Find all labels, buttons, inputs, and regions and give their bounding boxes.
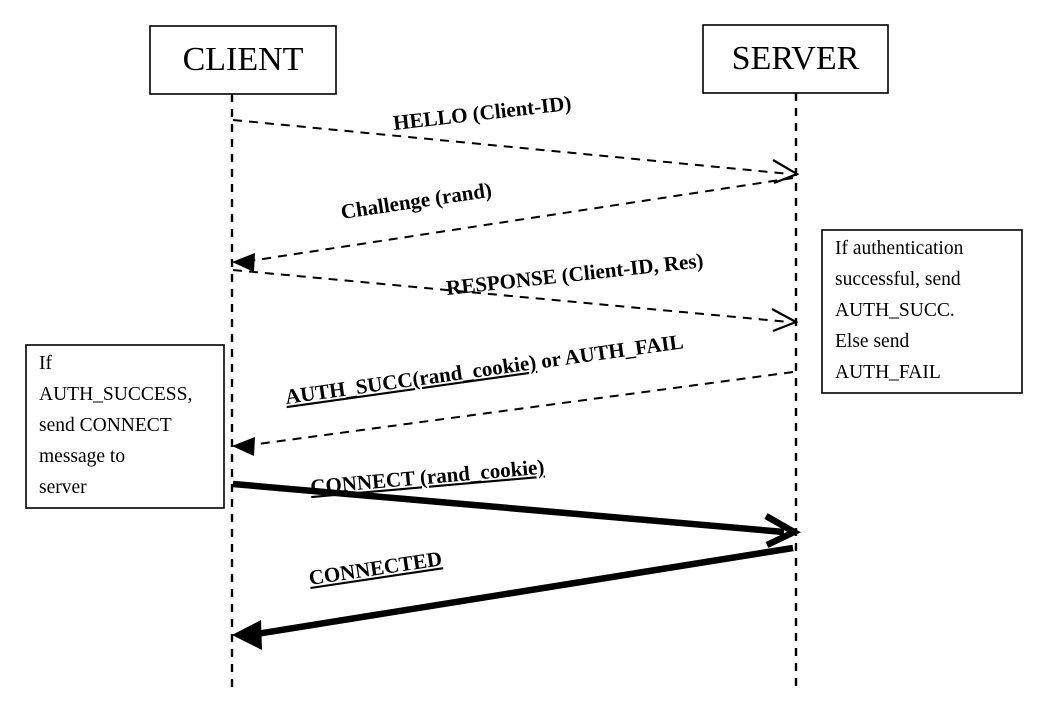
message-label-auth-result: AUTH_SUCC(rand_cookie) or AUTH_FAIL <box>248 326 709 414</box>
note-server-line-5: AUTH_FAIL <box>835 362 941 383</box>
arrowhead-connect <box>764 513 801 548</box>
actor-label-server: SERVER <box>732 40 860 77</box>
message-label-hello: HELLO (Client-ID) <box>392 91 573 135</box>
arrowhead-response <box>771 308 799 333</box>
note-server-line-4: Else send <box>835 331 909 352</box>
message-line-connected[interactable] <box>249 544 794 639</box>
note-client-line-3: send CONNECT <box>39 415 172 436</box>
arrowhead-auth-result <box>232 437 255 456</box>
message-line-auth-result[interactable] <box>242 371 794 447</box>
message-line-connect[interactable] <box>232 480 785 536</box>
message-line-response[interactable] <box>232 269 790 323</box>
message-line-hello[interactable] <box>232 119 791 175</box>
note-box-server[interactable] <box>821 229 1023 394</box>
note-client-line-2: AUTH_SUCCESS, <box>39 384 192 405</box>
arrowhead-connected <box>232 620 262 650</box>
message-label-auth-succ: AUTH_SUCC(rand_cookie) <box>284 350 538 409</box>
note-box-client[interactable] <box>25 344 225 509</box>
message-label-response: RESPONSE (Client-ID, Res) <box>445 248 705 300</box>
note-client-line-4: message to <box>39 446 125 467</box>
actor-box-client[interactable] <box>149 25 337 95</box>
arrowhead-challenge <box>232 253 255 272</box>
message-label-connected: CONNECTED <box>307 546 443 590</box>
note-server-line-3: AUTH_SUCC. <box>835 300 955 321</box>
message-label-challenge: Challenge (rand) <box>339 178 493 224</box>
note-server-line-1: If authentication <box>835 238 964 259</box>
arrowhead-hello <box>772 159 800 185</box>
actor-box-server[interactable] <box>702 24 889 94</box>
message-line-challenge[interactable] <box>242 177 794 263</box>
message-label-connect: CONNECT (rand_cookie) <box>309 455 545 499</box>
actor-label-client: CLIENT <box>183 41 304 78</box>
note-client-line-5: server <box>39 477 87 498</box>
note-server-line-2: successful, send <box>835 269 961 290</box>
message-label-auth-fail: or AUTH_FAIL <box>534 329 684 373</box>
note-client-line-1: If <box>39 353 52 374</box>
